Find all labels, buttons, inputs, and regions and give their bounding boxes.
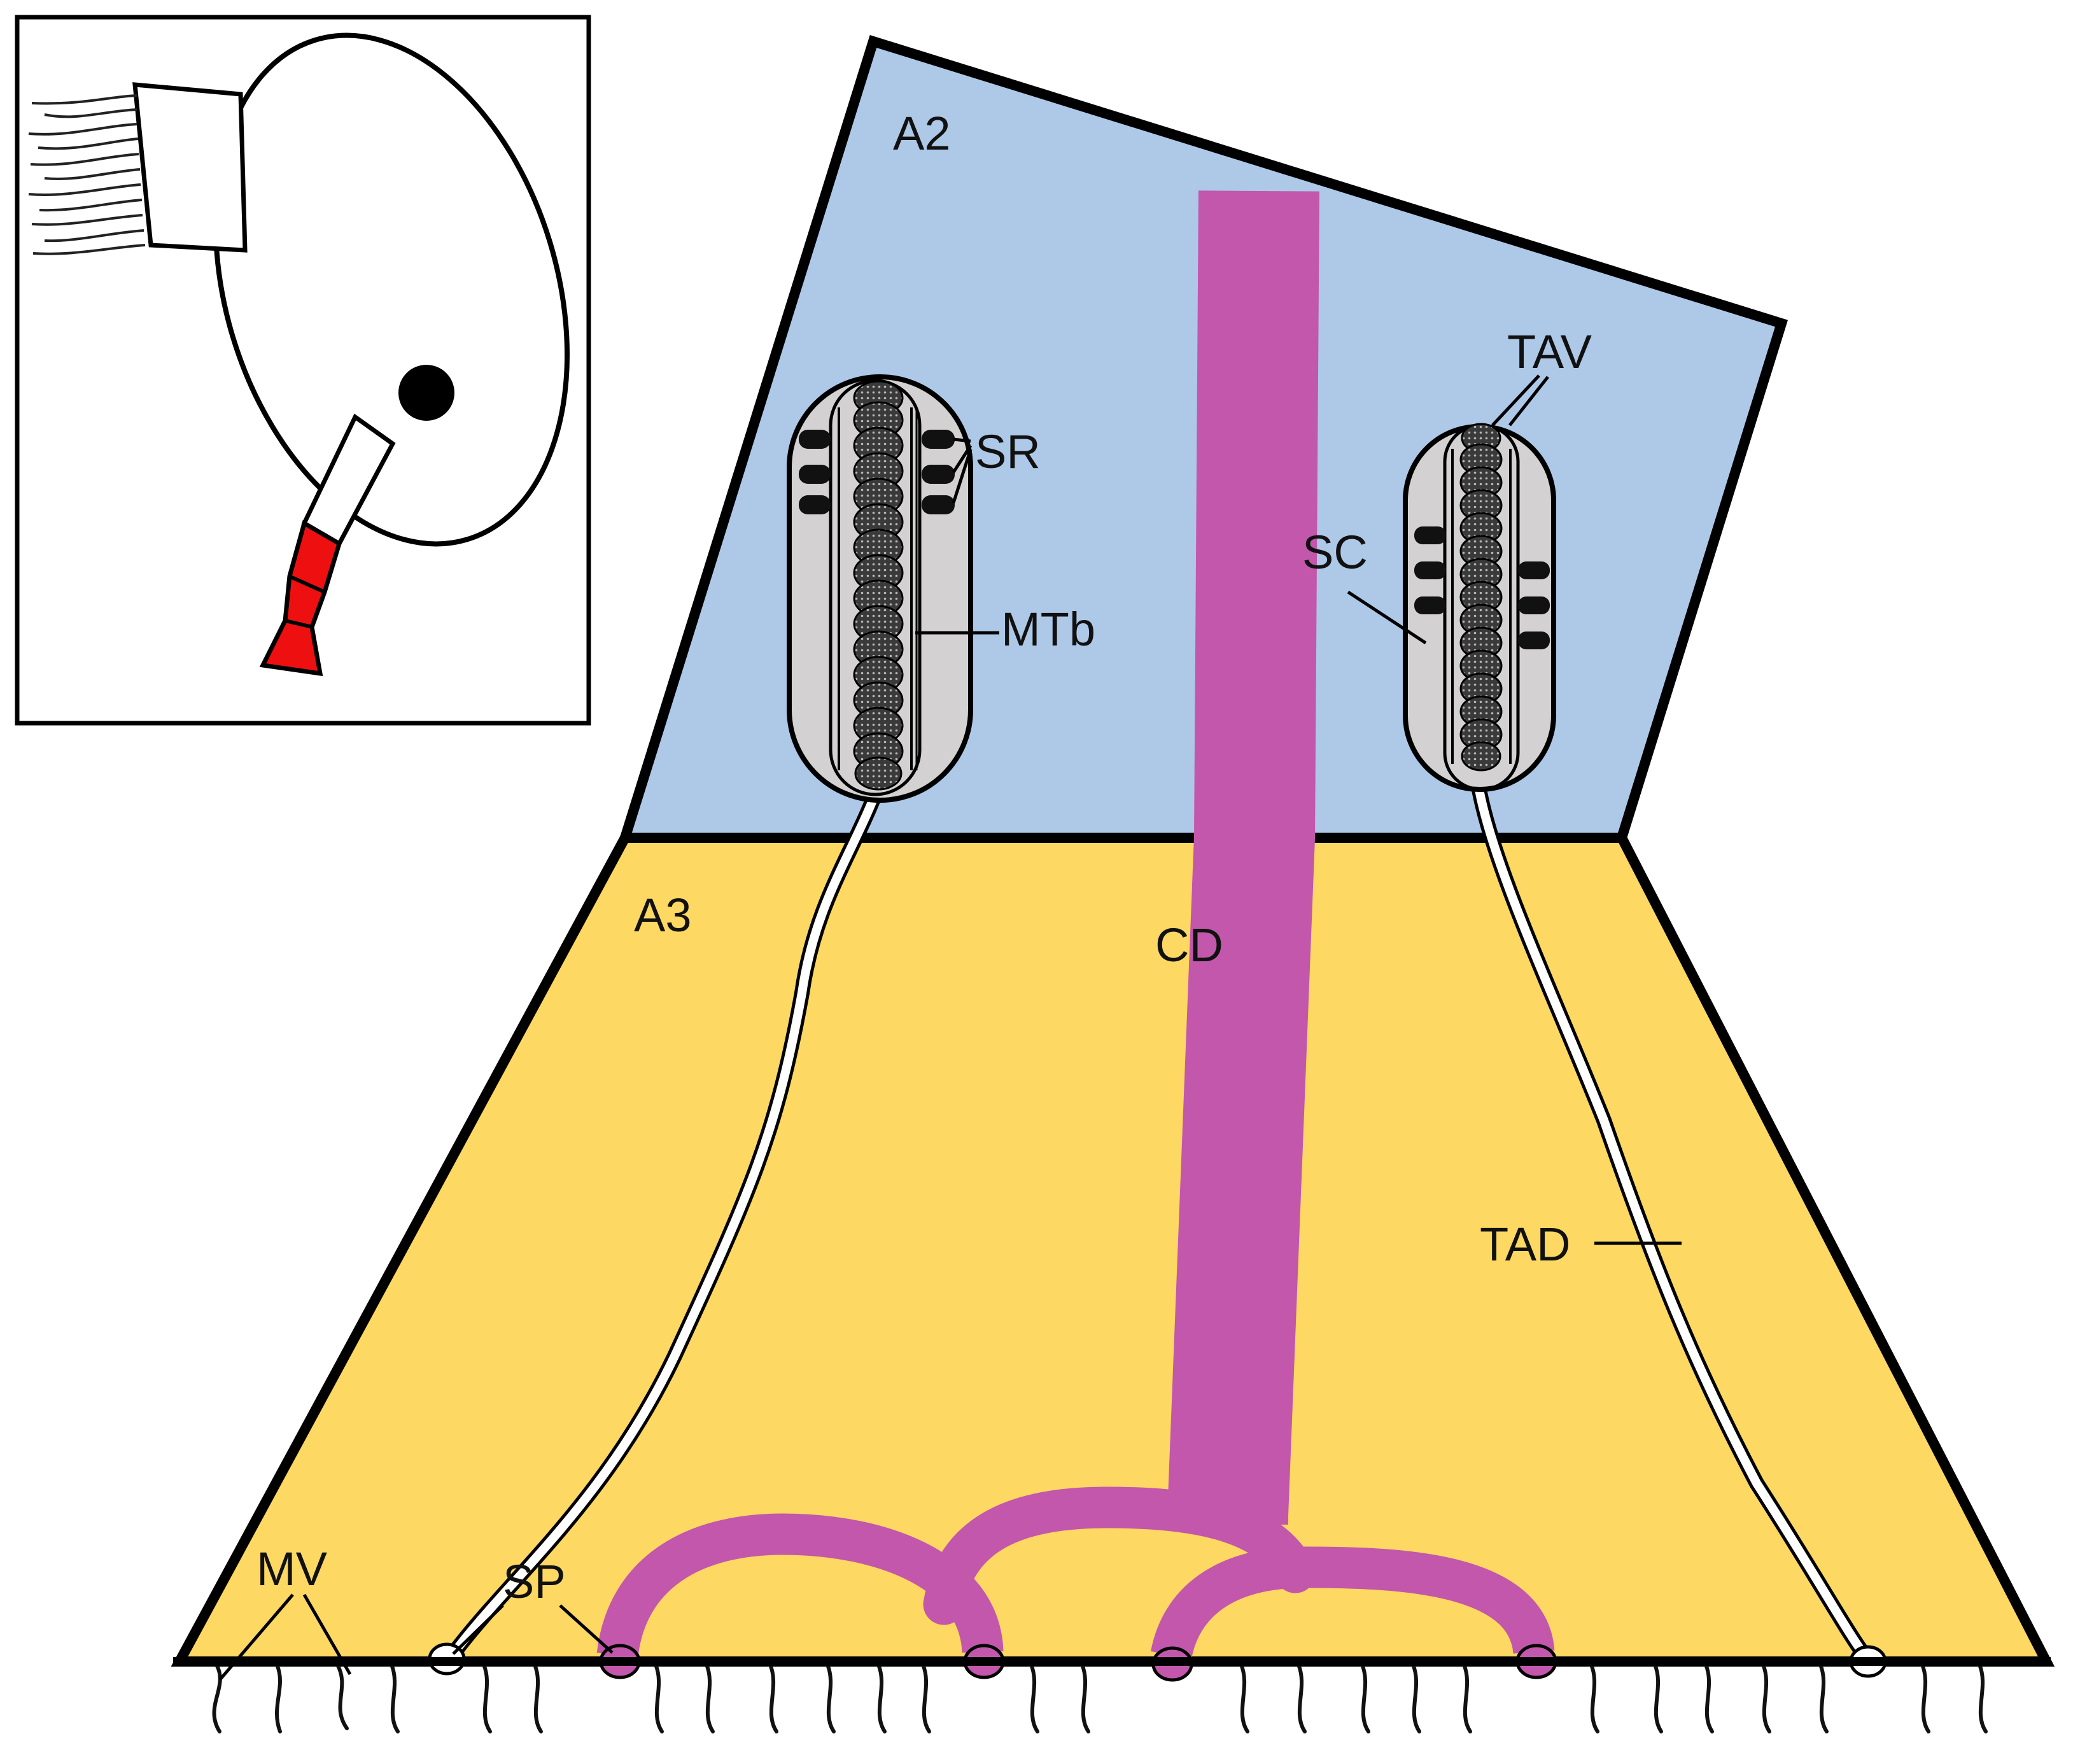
label-sc: SC — [1302, 526, 1368, 579]
label-a3: A3 — [634, 889, 692, 942]
sensory-cell-right — [1403, 423, 1556, 792]
sr-ribs-right — [1414, 526, 1550, 649]
label-tad: TAD — [1480, 1218, 1571, 1271]
label-mv: MV — [256, 1542, 328, 1595]
cd-arch-upper — [923, 1486, 1316, 1625]
cd-trunk — [1167, 190, 1319, 1518]
inset-head-outline — [213, 32, 570, 547]
leader-lines — [219, 374, 1682, 1681]
inset-scape — [132, 82, 248, 253]
inset-panel — [15, 15, 591, 726]
mtb-column-left — [853, 380, 904, 791]
inset-bristles — [28, 94, 146, 255]
label-sr: SR — [975, 425, 1041, 478]
a3-segment — [171, 833, 2055, 1667]
inset-eye — [398, 365, 454, 421]
cd-arch-right — [1151, 1546, 1555, 1660]
sensory-cell-left — [787, 374, 973, 803]
label-tav: TAV — [1507, 325, 1592, 378]
label-cd: CD — [1155, 919, 1223, 971]
tad-right — [1471, 784, 1887, 1678]
label-a2: A2 — [893, 107, 951, 160]
label-mtb: MTb — [1001, 603, 1095, 656]
microvilli-row — [212, 1663, 1988, 1733]
inset-antenna-highlight — [259, 519, 342, 677]
sr-ribs-left — [799, 430, 955, 514]
label-sp: SP — [503, 1555, 566, 1608]
mtb-column-right — [1459, 423, 1503, 772]
cd-duct — [596, 190, 1555, 1660]
cd-arch-left — [596, 1513, 1004, 1658]
